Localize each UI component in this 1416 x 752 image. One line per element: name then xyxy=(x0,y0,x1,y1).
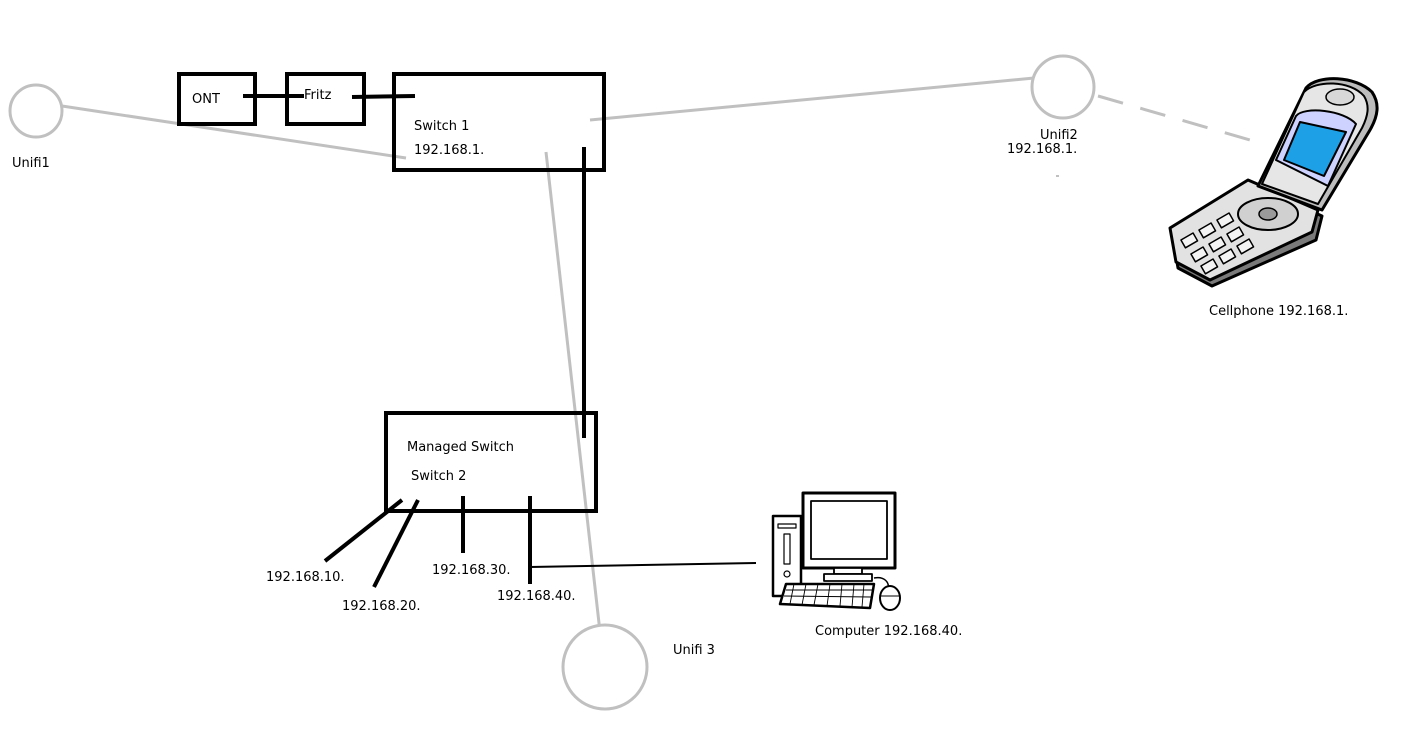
flip-phone-icon xyxy=(1168,77,1379,288)
wireless-links xyxy=(61,76,1251,633)
unifi1-circle xyxy=(8,83,64,139)
switch1-name: Switch 1 xyxy=(414,119,470,134)
wired-links xyxy=(243,94,586,588)
device-boxes xyxy=(177,72,606,513)
switch2-box xyxy=(384,411,598,513)
fritz-box xyxy=(285,72,366,126)
link-unifi2-cellphone xyxy=(1097,94,1251,142)
access-points xyxy=(8,54,1096,711)
port-cable-10 xyxy=(323,498,404,563)
switch1-box xyxy=(392,72,606,172)
port-cable-20 xyxy=(372,499,420,588)
switch1-ip: 192.168.1. xyxy=(414,143,485,158)
unifi2-name: Unifi2 xyxy=(1040,128,1078,143)
unifi2-circle xyxy=(1030,54,1096,120)
unifi2-ip: 192.168.1. xyxy=(1007,142,1078,157)
managed-switch-label: Managed Switch xyxy=(407,440,515,455)
switch2-label: Switch 2 xyxy=(411,469,467,484)
desktop-computer-icon xyxy=(771,491,901,611)
link-port40-computer xyxy=(529,562,757,568)
link-switch1-unifi3 xyxy=(544,151,602,633)
port-40-label: 192.168.40. xyxy=(497,589,576,604)
ont-box xyxy=(177,72,257,126)
ont-label: ONT xyxy=(192,92,220,107)
link-unifi1-switch1 xyxy=(61,104,407,160)
fritz-label: Fritz xyxy=(304,88,332,103)
port-20-label: 192.168.20. xyxy=(342,599,421,614)
cellphone-label: Cellphone 192.168.1. xyxy=(1209,304,1349,319)
port-10-label: 192.168.10. xyxy=(266,570,345,585)
computer-label: Computer 192.168.40. xyxy=(815,624,963,639)
port-30-label: 192.168.30. xyxy=(432,563,511,578)
link-fritz-switch1 xyxy=(351,94,416,99)
unifi1-label: Unifi1 xyxy=(12,156,50,171)
unifi3-label: Unifi 3 xyxy=(673,643,715,658)
link-switch1-unifi2 xyxy=(589,76,1035,122)
unifi3-circle xyxy=(561,623,649,711)
